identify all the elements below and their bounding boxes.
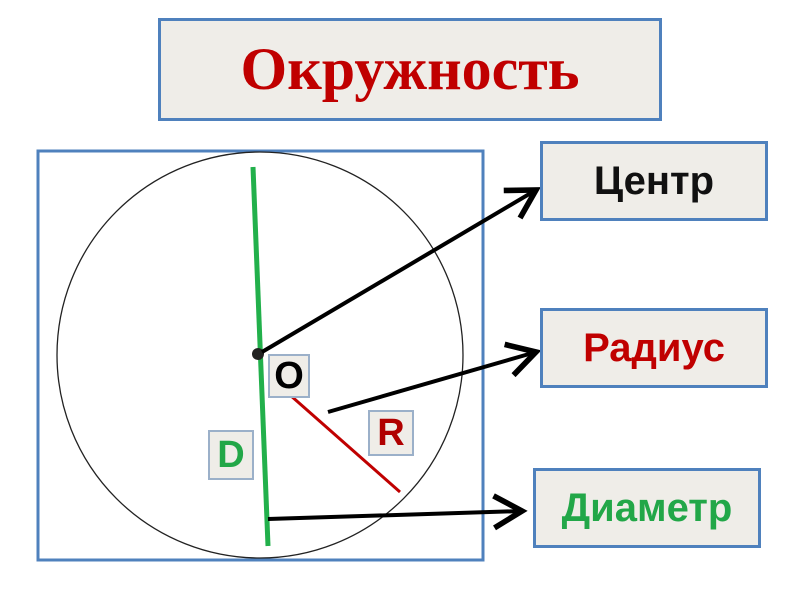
diameter-letter-label: D bbox=[208, 430, 254, 480]
center-letter: O bbox=[274, 355, 304, 397]
diameter-label: Диаметр bbox=[561, 485, 733, 530]
center-letter-label: O bbox=[268, 354, 310, 398]
diameter-label-box: Диаметр bbox=[533, 468, 761, 548]
page-title: Окружность bbox=[240, 36, 580, 102]
radius-label: Радиус bbox=[583, 325, 725, 370]
arrow-to-center bbox=[260, 187, 541, 354]
radius-letter: R bbox=[377, 412, 405, 454]
arrow-to-diameter bbox=[267, 493, 528, 531]
radius-letter-label: R bbox=[368, 410, 414, 456]
arrow-to-radius bbox=[327, 341, 542, 414]
center-point bbox=[252, 348, 264, 360]
title-box: Окружность bbox=[158, 18, 662, 121]
circle bbox=[56, 151, 464, 559]
radius-line bbox=[289, 393, 401, 494]
center-label: Центр bbox=[593, 158, 715, 203]
diameter-letter: D bbox=[217, 434, 245, 476]
center-label-box: Центр bbox=[540, 141, 768, 221]
radius-label-box: Радиус bbox=[540, 308, 768, 388]
